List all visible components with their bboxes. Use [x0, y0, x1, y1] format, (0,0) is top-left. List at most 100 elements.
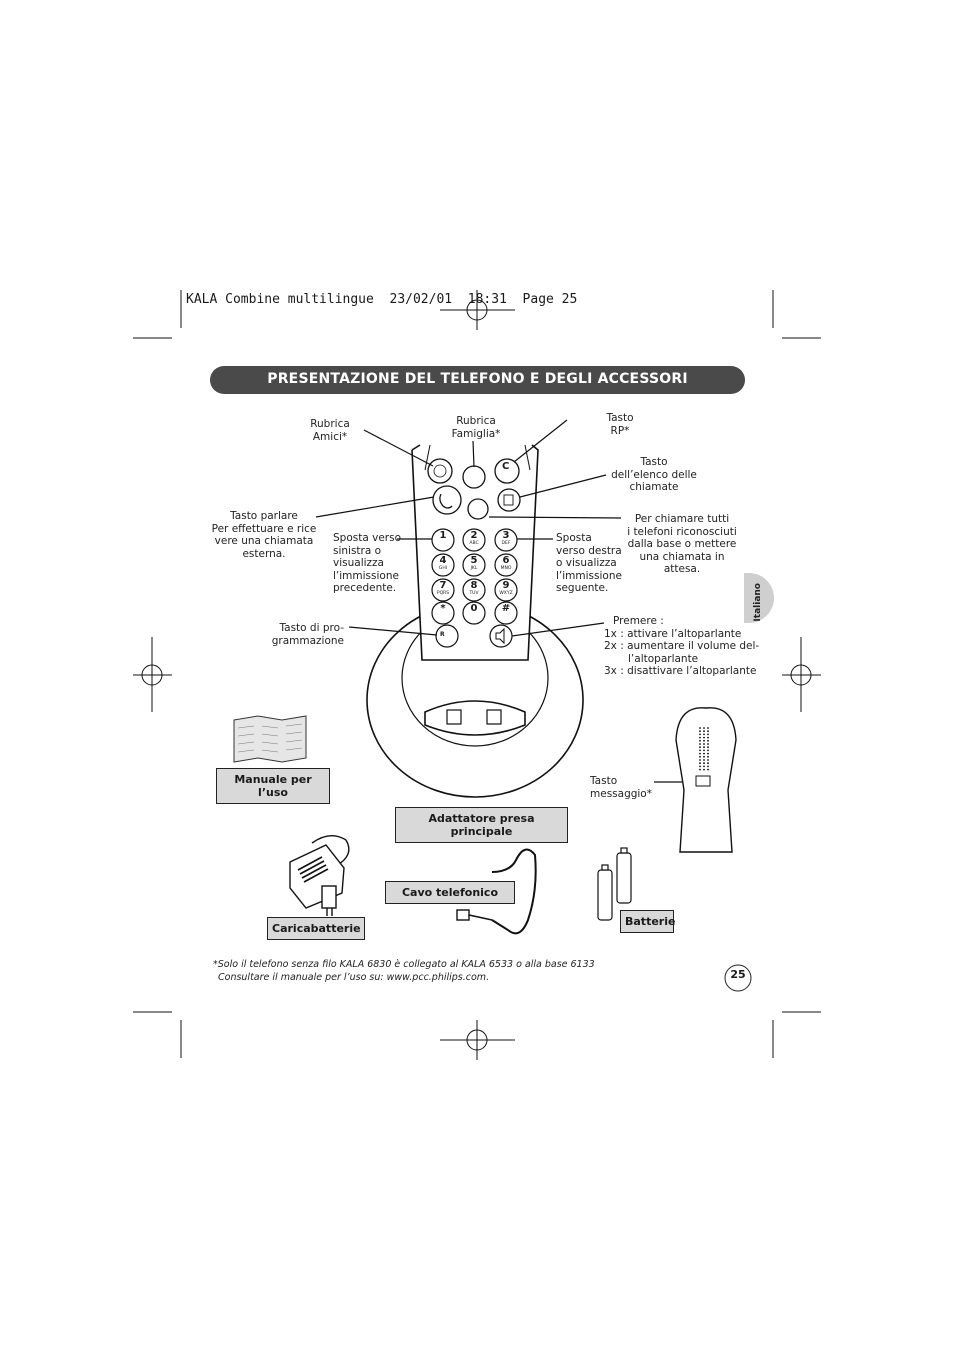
c-key-label: C [502, 461, 510, 472]
keypad-key-1 [462, 528, 486, 552]
speaker-dot [703, 765, 705, 768]
speaker-dot [703, 759, 705, 761]
keypad-key-label: # [501, 603, 511, 614]
speaker-dot [699, 762, 701, 765]
speaker-dot [699, 743, 701, 745]
speaker-dot [707, 762, 709, 765]
speaker-dot [703, 752, 705, 755]
section-title: PRESENTAZIONE DEL TELEFONO E DEGLI ACCES… [267, 371, 688, 387]
speaker-dot [707, 733, 709, 736]
speaker-dot [699, 727, 701, 729]
keypad-key-2 [494, 528, 518, 552]
keypad-key-4 [462, 553, 486, 577]
speaker-dot [699, 749, 701, 752]
keypad-key-letters: JKL [470, 566, 478, 571]
registration-mark-right [782, 637, 821, 712]
registration-mark-top [440, 290, 515, 330]
speaker-dot [699, 736, 701, 739]
speaker-dot [699, 759, 701, 761]
speaker-dot [699, 765, 701, 768]
keypad-key-5 [494, 553, 518, 577]
label-manuale: Manuale per l’uso [216, 768, 330, 804]
speaker-dot [707, 730, 709, 733]
label-adattatore: Adattatore presa principale [395, 807, 568, 843]
keypad-key-label: 8 [470, 580, 478, 591]
speaker-dot [703, 762, 705, 765]
keypad-key-7 [462, 578, 486, 602]
speaker-dot [703, 743, 705, 745]
keypad-key-letters: WXYZ [499, 591, 513, 596]
batteries-drawing [597, 847, 632, 921]
keypad-key-label: 5 [470, 555, 478, 566]
speaker-dot [707, 749, 709, 752]
keypad-key-letters: DEF [501, 541, 511, 546]
keypad-key-8 [494, 578, 518, 602]
speaker-dot [707, 765, 709, 768]
speaker-dot [703, 736, 705, 739]
keypad-key-label: 2 [470, 530, 478, 541]
callout-programmazione: Tasto di pro-grammazione [271, 622, 344, 647]
keypad-key-label: 3 [502, 530, 510, 541]
keypad-key-letters: GHI [438, 566, 448, 571]
page-number-circle [724, 964, 752, 992]
keypad-key-label: 9 [502, 580, 510, 591]
speaker-dot [707, 743, 709, 745]
speaker-dot [707, 755, 709, 758]
callout-leaders [315, 419, 696, 783]
charger-drawing [289, 835, 350, 916]
speaker-dot [707, 752, 709, 755]
base-charger-drawing [366, 602, 584, 798]
registration-mark-bottom [440, 1020, 515, 1060]
keypad-key-label: 4 [439, 555, 447, 566]
speaker-dot [707, 727, 709, 729]
speaker-dot [703, 730, 705, 733]
keypad-key-label: 6 [502, 555, 510, 566]
label-cavo: Cavo telefonico [385, 881, 515, 904]
speaker-dot [707, 746, 709, 749]
callout-altoparlante: Premere : 1x : attivare l’altoparlante 2… [604, 615, 760, 678]
speaker-dot [703, 727, 705, 729]
speaker-dot [699, 746, 701, 749]
manual-booklet-drawing [233, 715, 307, 763]
speaker-dot [703, 739, 705, 742]
speaker-dot [707, 739, 709, 742]
speaker-dot [699, 739, 701, 742]
label-batterie: Batterie [620, 910, 675, 933]
speaker-dot [707, 736, 709, 739]
speaker-dot [703, 749, 705, 752]
keypad-key-6 [431, 578, 455, 602]
print-slug: KALA Combine multilingue 23/02/01 18:31 … [186, 292, 578, 307]
phone-cable-drawing [456, 848, 537, 935]
keypad-key-label: 7 [439, 580, 447, 591]
speaker-dot [699, 755, 701, 758]
handset-side-drawing [675, 707, 737, 853]
keypad-key-letters: ABC [469, 541, 479, 546]
speaker-dot [699, 768, 701, 771]
keypad-key-label: 1 [439, 530, 447, 541]
keypad-key-10 [462, 601, 486, 625]
keypad-key-letters: PQRS [436, 591, 450, 596]
speaker-dot [707, 759, 709, 761]
speaker-dot [703, 733, 705, 736]
speaker-dot [699, 752, 701, 755]
keypad-key-label: 0 [470, 603, 478, 614]
keypad-key-0 [431, 528, 455, 552]
speaker-dot [699, 733, 701, 736]
speaker-dot [707, 768, 709, 771]
r-key-label: R [440, 631, 445, 638]
keypad-key-3 [431, 553, 455, 577]
handset-drawing [411, 444, 539, 661]
registration-mark-left [133, 637, 172, 712]
speaker-dot [703, 755, 705, 758]
keypad-key-11 [494, 601, 518, 625]
speaker-dot [699, 730, 701, 733]
